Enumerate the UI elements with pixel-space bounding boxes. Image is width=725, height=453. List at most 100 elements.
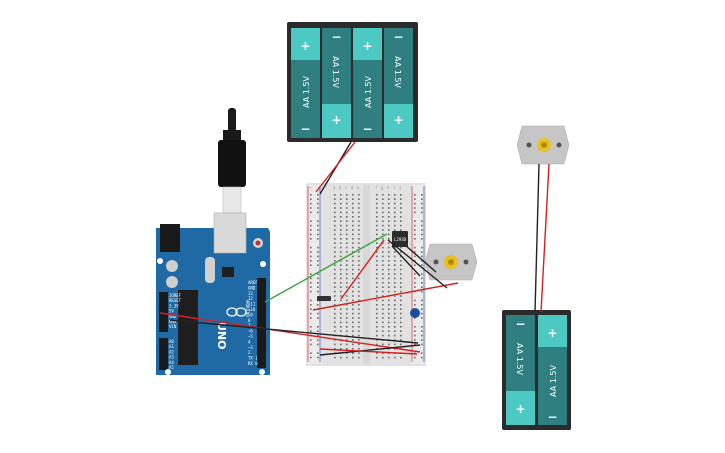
wire-black-ic-2[interactable] [404, 244, 437, 273]
breadboard-hole[interactable] [388, 233, 390, 236]
breadboard-hole[interactable] [358, 233, 360, 236]
breadboard-hole[interactable] [376, 334, 378, 337]
breadboard-hole[interactable] [388, 299, 390, 302]
breadboard-hole[interactable] [400, 216, 402, 218]
battery-pack-2aa[interactable]: − + AA 1.5V + − AA 1.5V [502, 310, 571, 430]
breadboard-hole[interactable] [400, 334, 402, 337]
wire-red-battery-top[interactable] [315, 141, 356, 193]
breadboard-hole[interactable] [388, 207, 390, 209]
breadboard-hole[interactable] [334, 312, 336, 315]
breadboard-hole[interactable] [388, 264, 390, 266]
breadboard-hole[interactable] [334, 255, 336, 258]
breadboard-hole[interactable] [414, 233, 416, 236]
breadboard-hole[interactable] [376, 255, 378, 258]
battery-pack-4aa[interactable]: + − AA 1.5V − + AA 1.5V + − AA 1.5V − + … [287, 22, 418, 142]
breadboard-hole[interactable] [352, 238, 354, 240]
breadboard-hole[interactable] [310, 229, 312, 231]
breadboard-hole[interactable] [394, 295, 396, 297]
breadboard-hole[interactable] [346, 312, 348, 315]
breadboard-hole[interactable] [382, 268, 384, 271]
breadboard-hole[interactable] [340, 290, 342, 293]
breadboard-hole[interactable] [421, 255, 423, 258]
breadboard-hole[interactable] [382, 246, 384, 249]
breadboard-hole[interactable] [334, 321, 336, 324]
breadboard-hole[interactable] [358, 216, 360, 218]
breadboard-hole[interactable] [334, 211, 336, 214]
breadboard-hole[interactable] [358, 251, 360, 253]
breadboard-hole[interactable] [394, 251, 396, 253]
breadboard-hole[interactable] [310, 290, 312, 293]
breadboard-hole[interactable] [358, 211, 360, 214]
breadboard-hole[interactable] [334, 356, 336, 359]
breadboard-hole[interactable] [376, 273, 378, 275]
breadboard-hole[interactable] [382, 273, 384, 275]
breadboard-hole[interactable] [388, 321, 390, 324]
breadboard-hole[interactable] [382, 317, 384, 319]
breadboard-hole[interactable] [352, 220, 354, 222]
breadboard-hole[interactable] [421, 238, 423, 240]
breadboard-hole[interactable] [340, 312, 342, 315]
wire-red-bb-bottom[interactable] [319, 348, 418, 355]
breadboard-hole[interactable] [400, 251, 402, 253]
breadboard-hole[interactable] [388, 330, 390, 332]
breadboard-hole[interactable] [346, 330, 348, 332]
breadboard-hole[interactable] [394, 299, 396, 302]
breadboard-hole[interactable] [334, 268, 336, 271]
breadboard-hole[interactable] [346, 277, 348, 280]
breadboard-hole[interactable] [358, 282, 360, 284]
breadboard-hole[interactable] [358, 277, 360, 280]
breadboard-hole[interactable] [352, 242, 354, 244]
breadboard-hole[interactable] [394, 304, 396, 306]
breadboard-hole[interactable] [394, 321, 396, 324]
breadboard-hole[interactable] [421, 277, 423, 280]
breadboard-hole[interactable] [317, 246, 319, 249]
breadboard-hole[interactable] [334, 229, 336, 231]
breadboard-hole[interactable] [352, 286, 354, 288]
breadboard-hole[interactable] [394, 220, 396, 222]
breadboard-hole[interactable] [352, 295, 354, 297]
breadboard-hole[interactable] [394, 356, 396, 359]
breadboard-hole[interactable] [346, 202, 348, 205]
breadboard-hole[interactable] [340, 277, 342, 280]
breadboard-hole[interactable] [352, 339, 354, 341]
breadboard-hole[interactable] [400, 304, 402, 306]
breadboard-hole[interactable] [334, 198, 336, 200]
breadboard-hole[interactable] [382, 290, 384, 293]
wire-black-arduino-bb[interactable] [169, 319, 419, 344]
breadboard-hole[interactable] [358, 321, 360, 324]
breadboard-hole[interactable] [346, 321, 348, 324]
breadboard-hole[interactable] [358, 295, 360, 297]
breadboard-hole[interactable] [340, 242, 342, 244]
breadboard-hole[interactable] [414, 224, 416, 227]
breadboard-hole[interactable] [382, 299, 384, 302]
breadboard-hole[interactable] [352, 211, 354, 214]
breadboard-hole[interactable] [421, 334, 423, 337]
breadboard-hole[interactable] [394, 286, 396, 288]
wire-black-motor1[interactable] [387, 239, 448, 289]
breadboard-hole[interactable] [394, 264, 396, 266]
breadboard-hole[interactable] [358, 343, 360, 346]
breadboard-hole[interactable] [421, 211, 423, 214]
wire-red-motor2[interactable] [540, 163, 550, 313]
breadboard-hole[interactable] [376, 317, 378, 319]
breadboard-hole[interactable] [334, 348, 336, 350]
breadboard-hole[interactable] [421, 198, 423, 200]
breadboard-hole[interactable] [388, 216, 390, 218]
breadboard-hole[interactable] [421, 220, 423, 222]
breadboard-hole[interactable] [388, 229, 390, 231]
breadboard-hole[interactable] [382, 330, 384, 332]
breadboard-hole[interactable] [400, 260, 402, 262]
breadboard-hole[interactable] [352, 312, 354, 315]
breadboard-hole[interactable] [388, 224, 390, 227]
breadboard-hole[interactable] [394, 216, 396, 218]
breadboard-hole[interactable] [414, 207, 416, 209]
breadboard-hole[interactable] [352, 356, 354, 359]
breadboard-hole[interactable] [340, 308, 342, 310]
breadboard-hole[interactable] [317, 229, 319, 231]
breadboard-hole[interactable] [346, 242, 348, 244]
breadboard-hole[interactable] [388, 282, 390, 284]
breadboard-hole[interactable] [334, 282, 336, 284]
breadboard-hole[interactable] [352, 264, 354, 266]
breadboard-hole[interactable] [376, 211, 378, 214]
breadboard-hole[interactable] [317, 277, 319, 280]
